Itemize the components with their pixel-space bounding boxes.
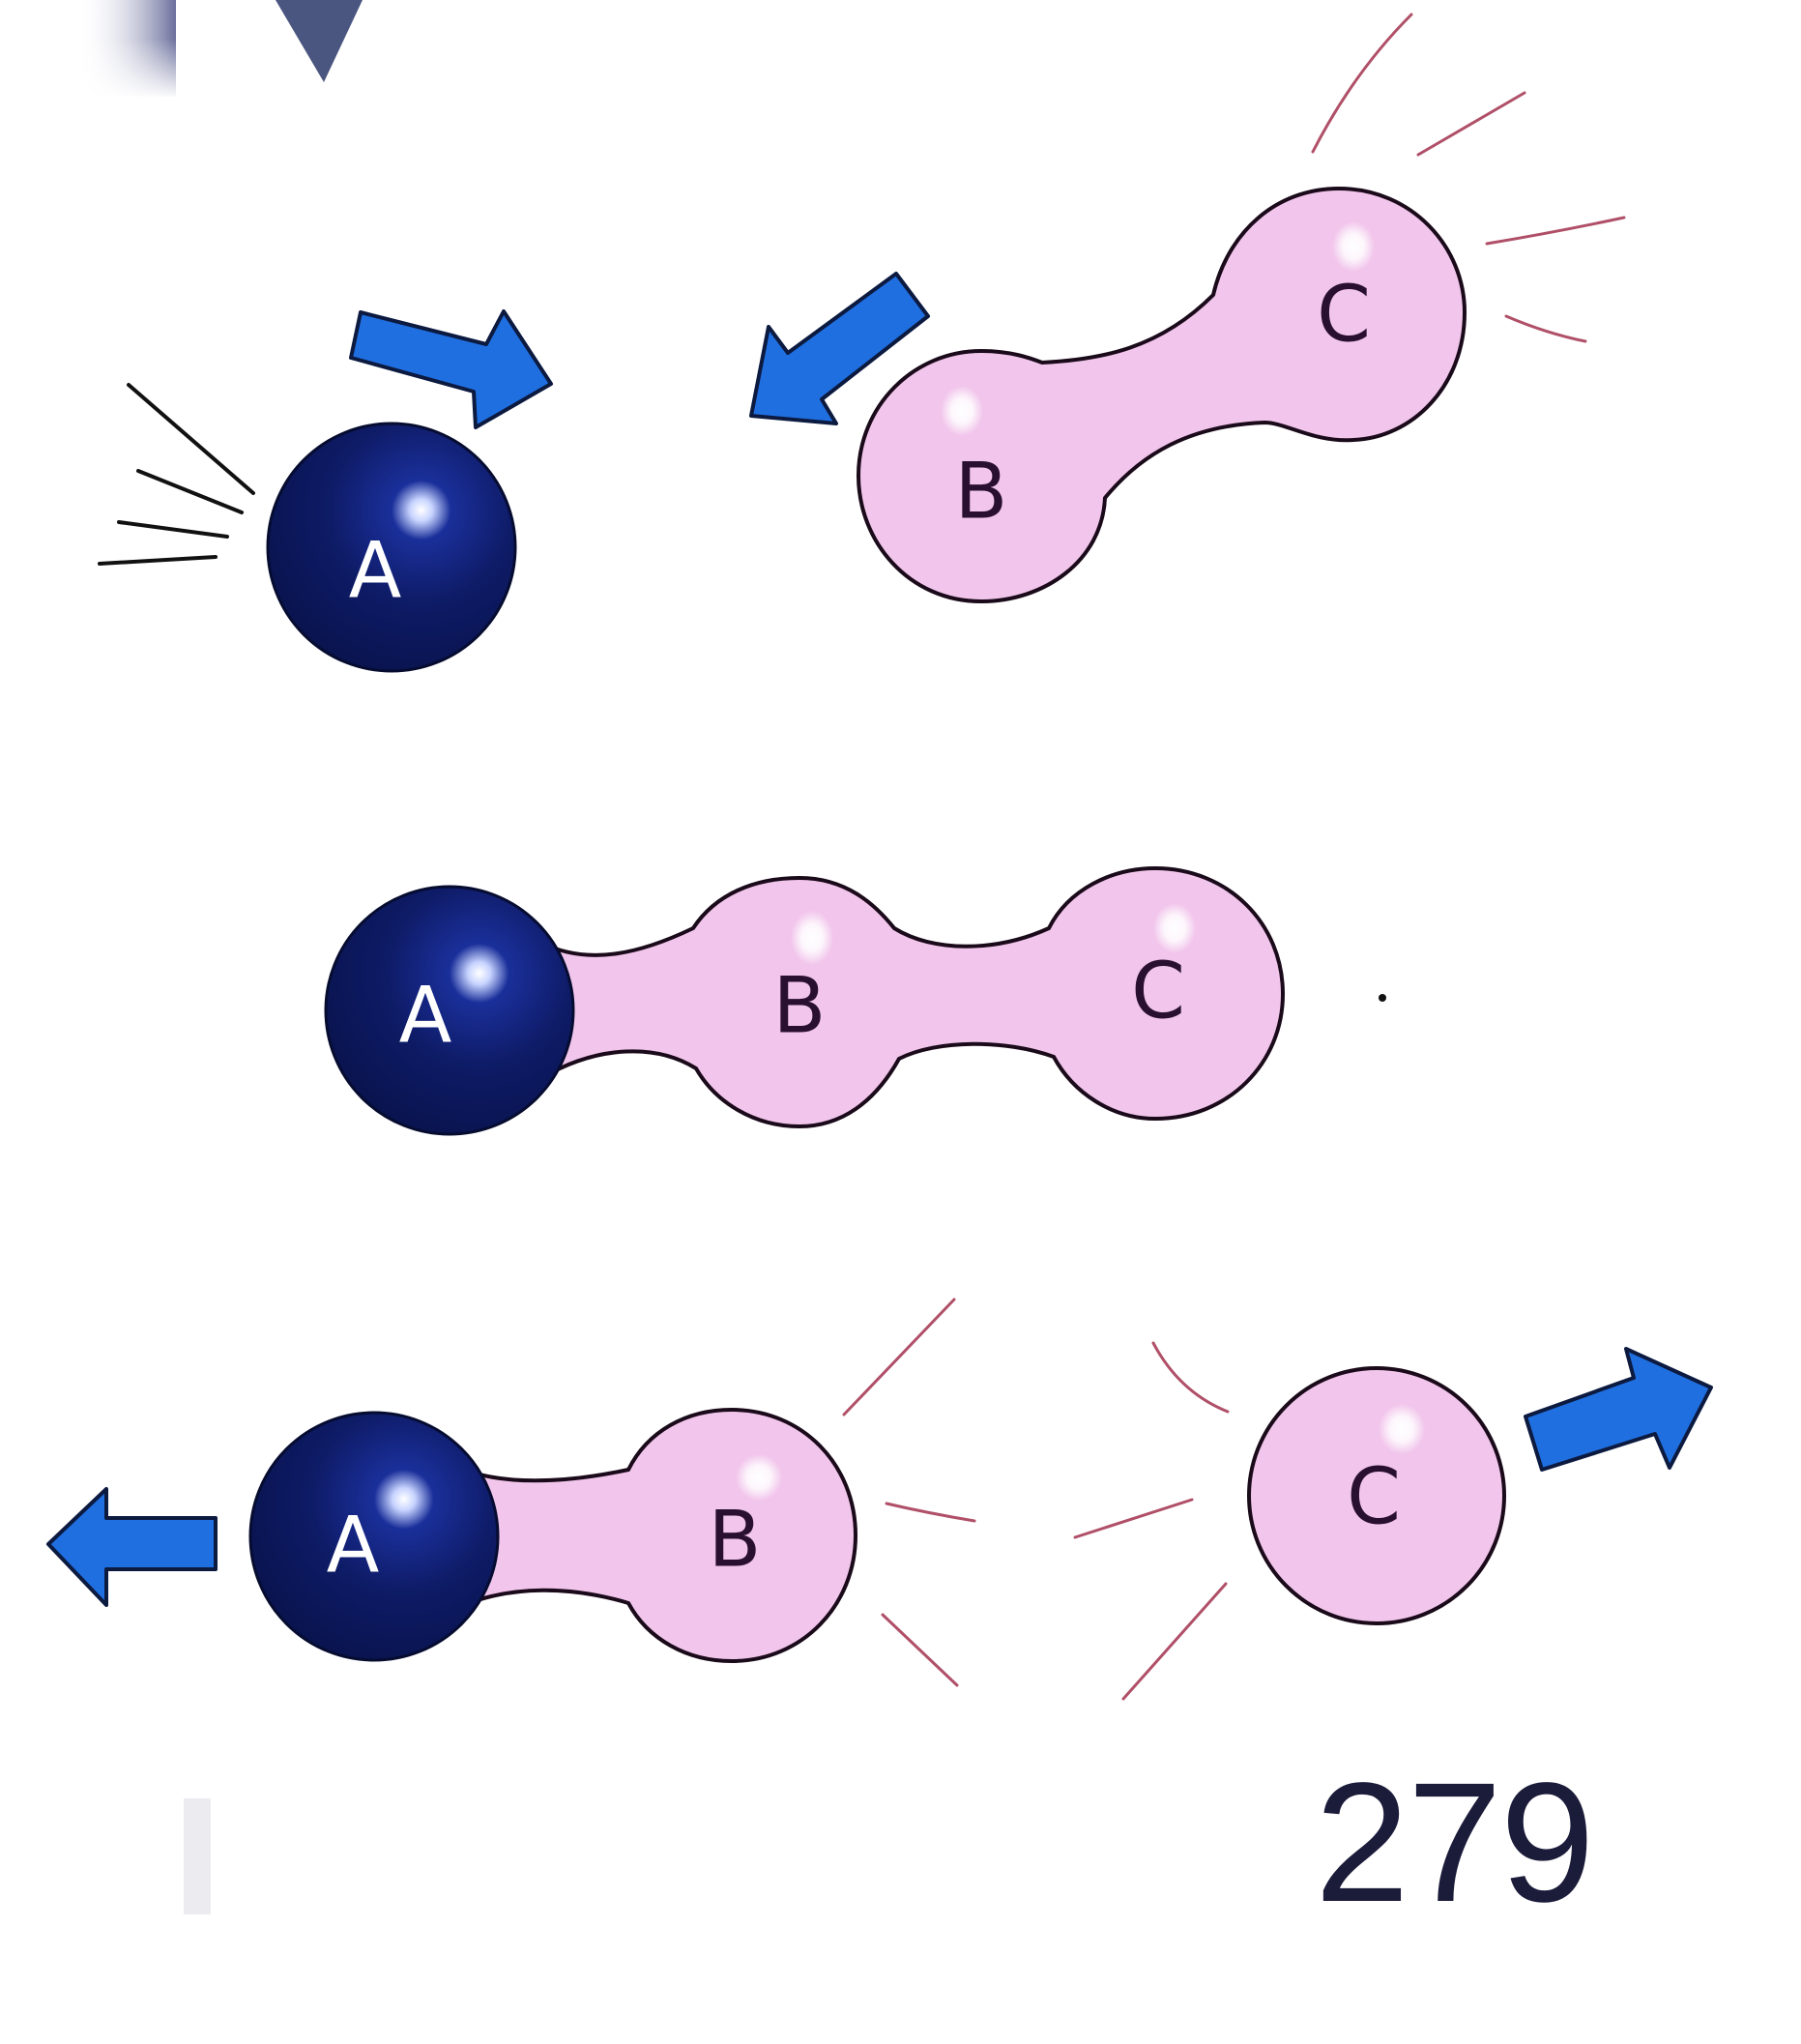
molecule-bc-shape bbox=[856, 186, 1467, 604]
complex-abc-shape bbox=[539, 865, 1286, 1129]
page-edge-smudge bbox=[184, 1798, 211, 1914]
atom-b-label: B bbox=[773, 961, 827, 1051]
atom-a: A bbox=[248, 1411, 500, 1662]
atom-c-label: C bbox=[1347, 1452, 1401, 1542]
arrow-left-icon bbox=[46, 1487, 218, 1607]
atom-a: A bbox=[266, 422, 517, 673]
molecule-bc: B C bbox=[856, 186, 1467, 604]
atom-a-label: A bbox=[399, 971, 452, 1061]
atom-b-label: B bbox=[709, 1495, 762, 1585]
atom-c-label: C bbox=[1131, 947, 1185, 1037]
atom-b-label: B bbox=[955, 447, 1008, 537]
vibration-lines-c bbox=[1073, 1341, 1230, 1701]
arrow-down-left-icon bbox=[749, 272, 930, 425]
arrow-up-right-icon bbox=[1524, 1347, 1713, 1472]
arrow-right-icon bbox=[349, 309, 553, 429]
stage-reactants: A B C bbox=[98, 13, 1626, 673]
stage-transition-complex: A B C bbox=[324, 865, 1386, 1136]
atom-c: C bbox=[1247, 1366, 1506, 1625]
molecule-ab-shape bbox=[462, 1407, 858, 1664]
vibration-lines-c bbox=[1311, 13, 1626, 343]
stage-products: A B C bbox=[46, 1298, 1713, 1701]
atom-a-label: A bbox=[327, 1501, 380, 1591]
page-corner-decoration bbox=[77, 0, 363, 99]
page-number: 279 bbox=[1315, 1748, 1595, 1938]
atom-a: A bbox=[324, 885, 575, 1136]
atom-a-label: A bbox=[349, 526, 402, 616]
vibration-lines-b bbox=[842, 1298, 976, 1687]
atom-c-label: C bbox=[1317, 270, 1371, 360]
stray-dot bbox=[1379, 994, 1386, 1002]
motion-lines-a bbox=[98, 383, 255, 566]
triangle-marker-icon bbox=[276, 0, 363, 82]
